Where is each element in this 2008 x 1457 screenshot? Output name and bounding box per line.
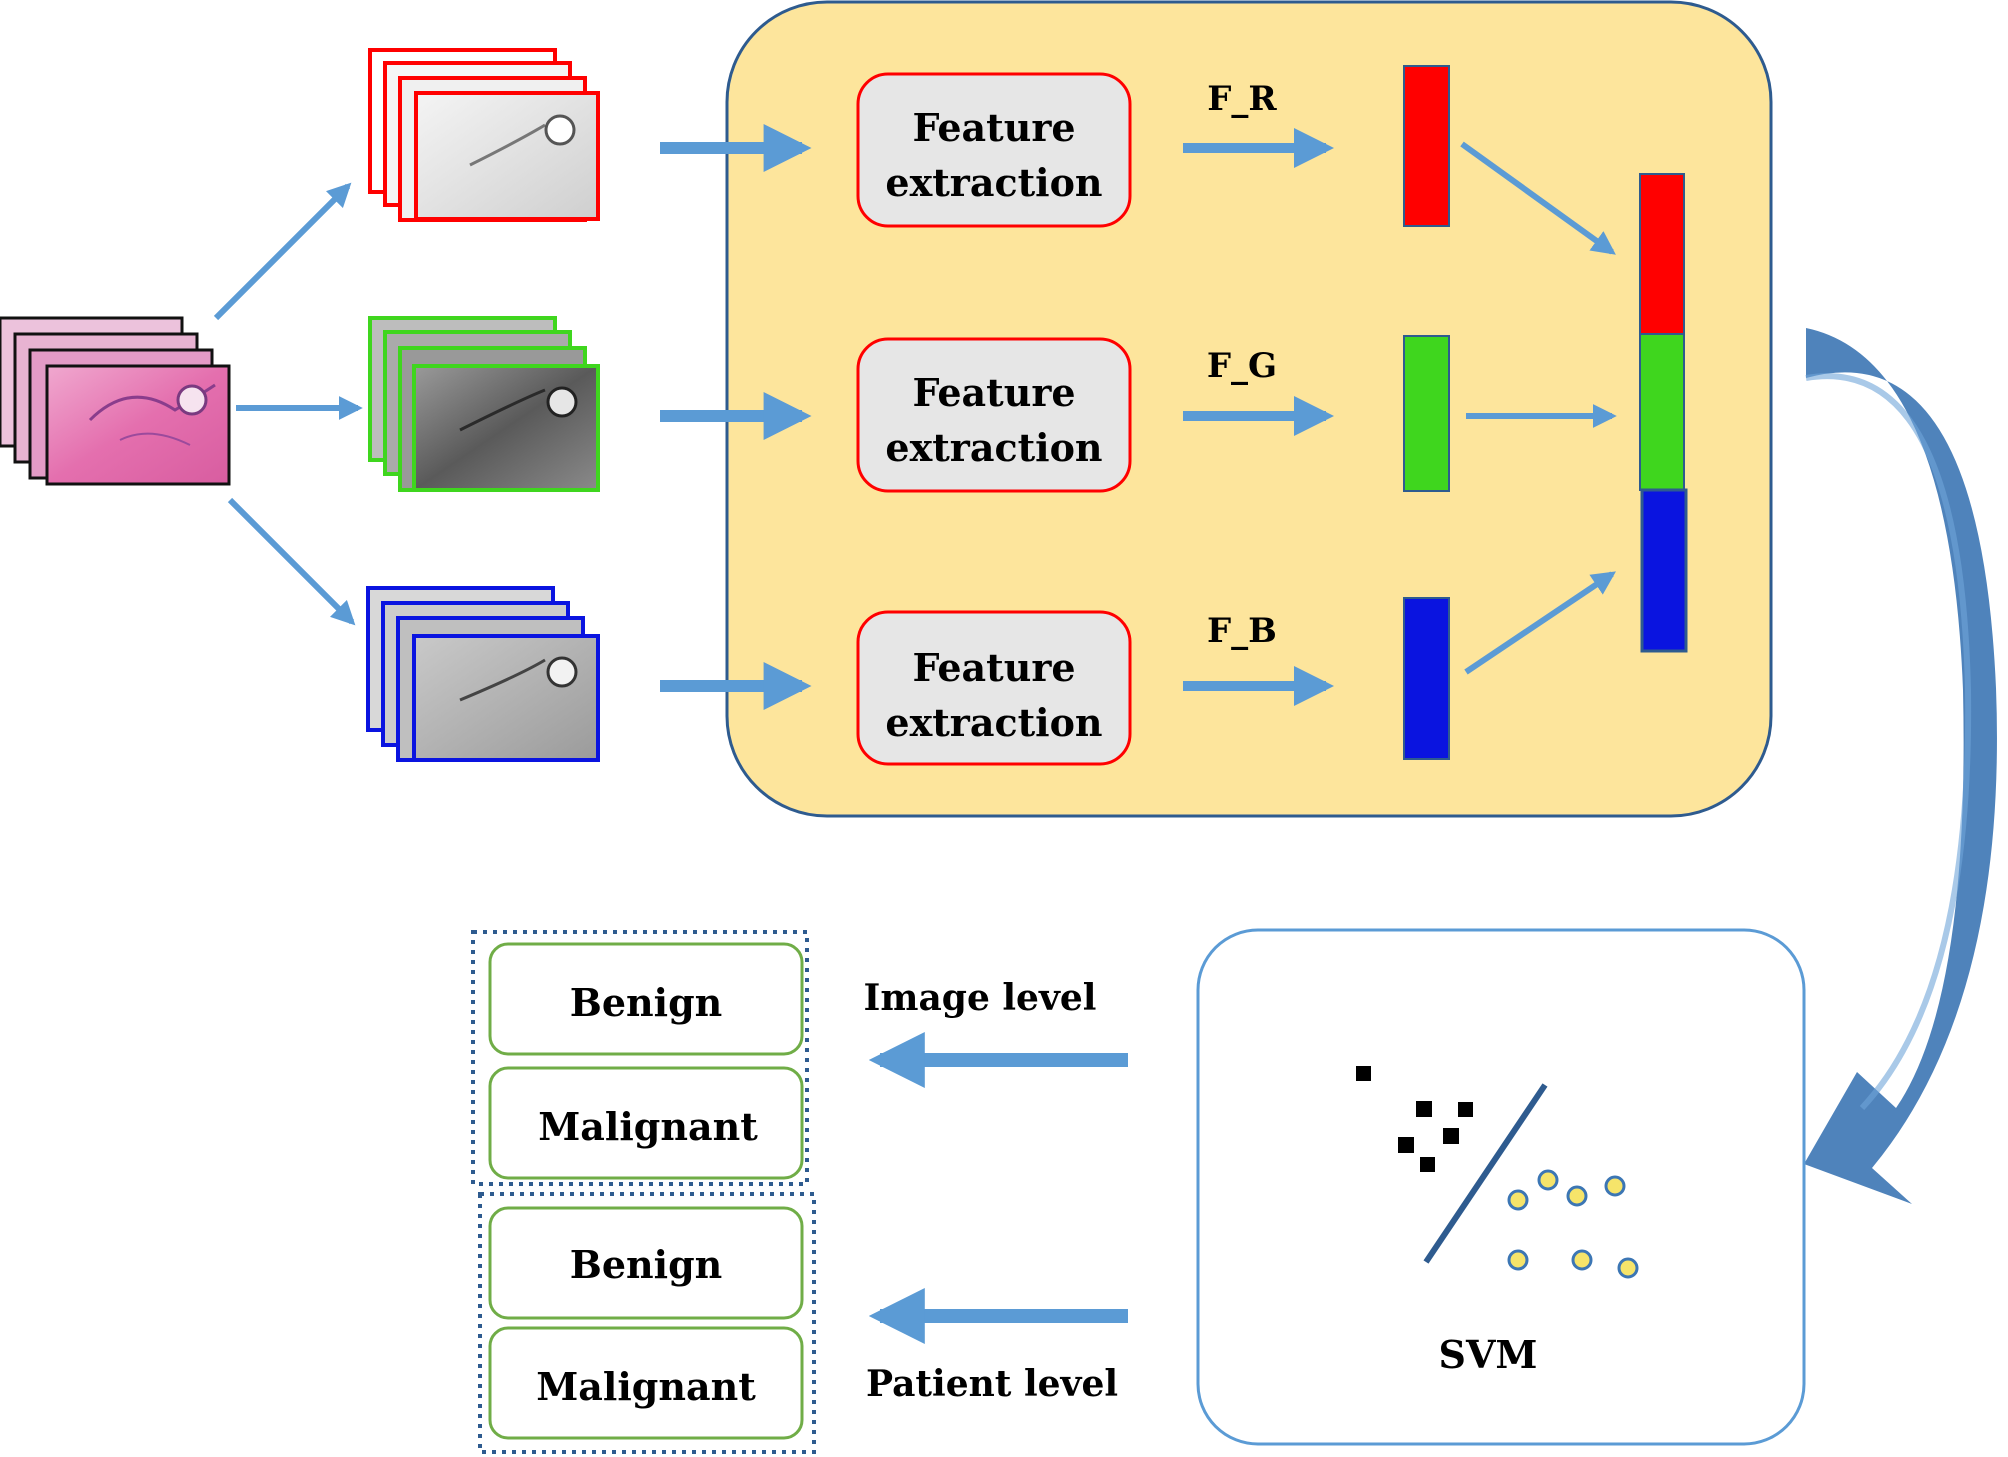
- svm-classifier: SVM: [1196, 928, 1806, 1446]
- feature-vector-blue: [1403, 597, 1450, 760]
- feature-extraction-line2: extraction: [885, 160, 1102, 205]
- image-level-malignant: Malignant: [538, 1104, 758, 1149]
- feature-extraction-line1: Feature: [912, 370, 1075, 415]
- concatenated-feature-vector: [1639, 173, 1688, 653]
- patient-level-malignant: Malignant: [536, 1364, 756, 1409]
- image-level-output-group: Benign Malignant: [471, 930, 809, 1186]
- svm-to-output-arrows: [868, 1032, 1128, 1344]
- image-level-label: Image level: [864, 977, 1097, 1019]
- green-channel-stack: [368, 316, 600, 492]
- feature-extraction-line2: extraction: [885, 700, 1102, 745]
- input-image-stack: [0, 316, 231, 486]
- patient-level-label: Patient level: [866, 1363, 1118, 1405]
- curved-arrow-to-svm: [1804, 328, 1997, 1204]
- channel-to-extraction-arrows: [660, 124, 812, 710]
- svm-label: SVM: [1439, 1332, 1538, 1377]
- feature-extraction-box-red: Feature extraction: [856, 72, 1132, 228]
- concatenation-arrows: [1460, 141, 1617, 675]
- feature-extraction-line1: Feature: [912, 105, 1075, 150]
- feature-extraction-box-green: Feature extraction: [856, 337, 1132, 493]
- feature-extraction-box-blue: Feature extraction: [856, 610, 1132, 766]
- image-level-benign: Benign: [570, 980, 723, 1025]
- class-a-points: [1356, 1066, 1473, 1172]
- extraction-to-feature-arrows: [1183, 128, 1334, 706]
- feature-extraction-line1: Feature: [912, 645, 1075, 690]
- feature-vector-red: [1403, 65, 1450, 227]
- input-to-channel-arrows: [213, 182, 363, 626]
- feature-label-green: F_G: [1207, 346, 1277, 386]
- feature-label-blue: F_B: [1207, 611, 1277, 651]
- patient-level-benign: Benign: [570, 1242, 723, 1287]
- red-channel-stack: [368, 48, 600, 222]
- feature-label-red: F_R: [1207, 79, 1277, 119]
- feature-extraction-line2: extraction: [885, 425, 1102, 470]
- patient-level-output-group: Benign Malignant: [478, 1192, 816, 1454]
- svm-decision-boundary: [1423, 1083, 1548, 1264]
- blue-channel-stack: [366, 586, 600, 762]
- feature-vector-green: [1403, 335, 1450, 492]
- class-b-points: [1507, 1169, 1639, 1279]
